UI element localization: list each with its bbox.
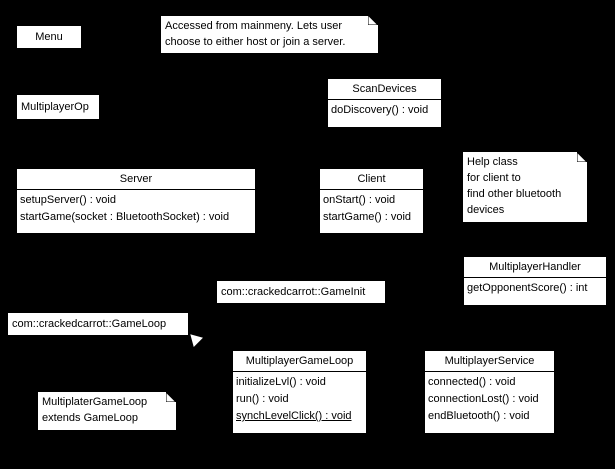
main-note-fold bbox=[368, 15, 378, 25]
help-note: Help class for client to find other blue… bbox=[463, 152, 587, 222]
extends-note-line-1: MultiplaterGameLoop bbox=[42, 396, 148, 408]
scan-devices-name: ScanDevices bbox=[328, 79, 441, 100]
multiplayer-game-loop-op-init: initializeLvl() : void bbox=[236, 376, 326, 388]
scan-devices-op: doDiscovery() : void bbox=[331, 104, 429, 116]
multiplayer-handler-op: getOpponentScore() : int bbox=[467, 282, 588, 294]
game-init-label: com::crackedcarrot::GameInit bbox=[221, 286, 366, 298]
server-name: Server bbox=[17, 169, 255, 190]
help-note-line-1: Help class bbox=[467, 156, 518, 168]
multiplayer-service-name: MultiplayerService bbox=[425, 351, 554, 372]
generalization-arrowhead bbox=[190, 334, 203, 347]
multiplayer-game-loop-name: MultiplayerGameLoop bbox=[233, 351, 366, 372]
extends-note-line-2: extends GameLoop bbox=[42, 412, 139, 424]
extends-note: MultiplaterGameLoop extends GameLoop bbox=[38, 392, 176, 430]
multiplayer-service-op-connection-lost: connectionLost() : void bbox=[428, 393, 539, 405]
scan-devices-class: ScanDevices doDiscovery() : void bbox=[327, 78, 442, 128]
multiplayer-handler-class: MultiplayerHandler getOpponentScore() : … bbox=[463, 256, 607, 306]
extends-note-fold bbox=[166, 392, 176, 402]
game-loop-class: com::crackedcarrot::GameLoop bbox=[7, 312, 189, 336]
game-loop-label: com::crackedcarrot::GameLoop bbox=[12, 318, 167, 330]
multiplayer-service-op-connected: connected() : void bbox=[428, 376, 516, 388]
multiplayer-game-loop-op-run: run() : void bbox=[236, 393, 289, 405]
client-op-start-game: startGame() : void bbox=[323, 211, 412, 223]
menu-label: Menu bbox=[35, 31, 63, 43]
multiplayer-game-loop-op-synch: synchLevelClick() : void bbox=[236, 410, 352, 422]
server-op-start-game: startGame(socket : BluetoothSocket) : vo… bbox=[20, 211, 230, 223]
multiplayer-handler-name: MultiplayerHandler bbox=[464, 257, 606, 278]
help-note-fold bbox=[577, 152, 587, 162]
multiplayer-service-class: MultiplayerService connected() : void co… bbox=[424, 350, 555, 434]
server-class: Server setupServer() : void startGame(so… bbox=[16, 168, 256, 234]
main-note: Accessed from mainmeny. Lets user choose… bbox=[160, 15, 378, 53]
multiplayer-service-op-end-bluetooth: endBluetooth() : void bbox=[428, 410, 530, 422]
help-note-line-2: for client to bbox=[467, 172, 521, 184]
game-init-class: com::crackedcarrot::GameInit bbox=[216, 280, 386, 304]
client-class: Client onStart() : void startGame() : vo… bbox=[319, 168, 424, 234]
server-op-setup: setupServer() : void bbox=[20, 194, 116, 206]
help-note-line-4: devices bbox=[467, 204, 505, 216]
client-op-on-start: onStart() : void bbox=[323, 194, 396, 206]
menu-class: Menu bbox=[16, 25, 82, 49]
main-note-line-1: Accessed from mainmeny. Lets user bbox=[165, 20, 343, 32]
multiplayer-op-class: MultiplayerOp bbox=[16, 94, 100, 120]
main-note-line-2: choose to either host or join a server. bbox=[165, 36, 346, 48]
multiplayer-op-label: MultiplayerOp bbox=[21, 101, 89, 113]
help-note-line-3: find other bluetooth bbox=[467, 188, 562, 200]
multiplayer-game-loop-class: MultiplayerGameLoop initializeLvl() : vo… bbox=[232, 350, 367, 434]
client-name: Client bbox=[320, 169, 423, 190]
